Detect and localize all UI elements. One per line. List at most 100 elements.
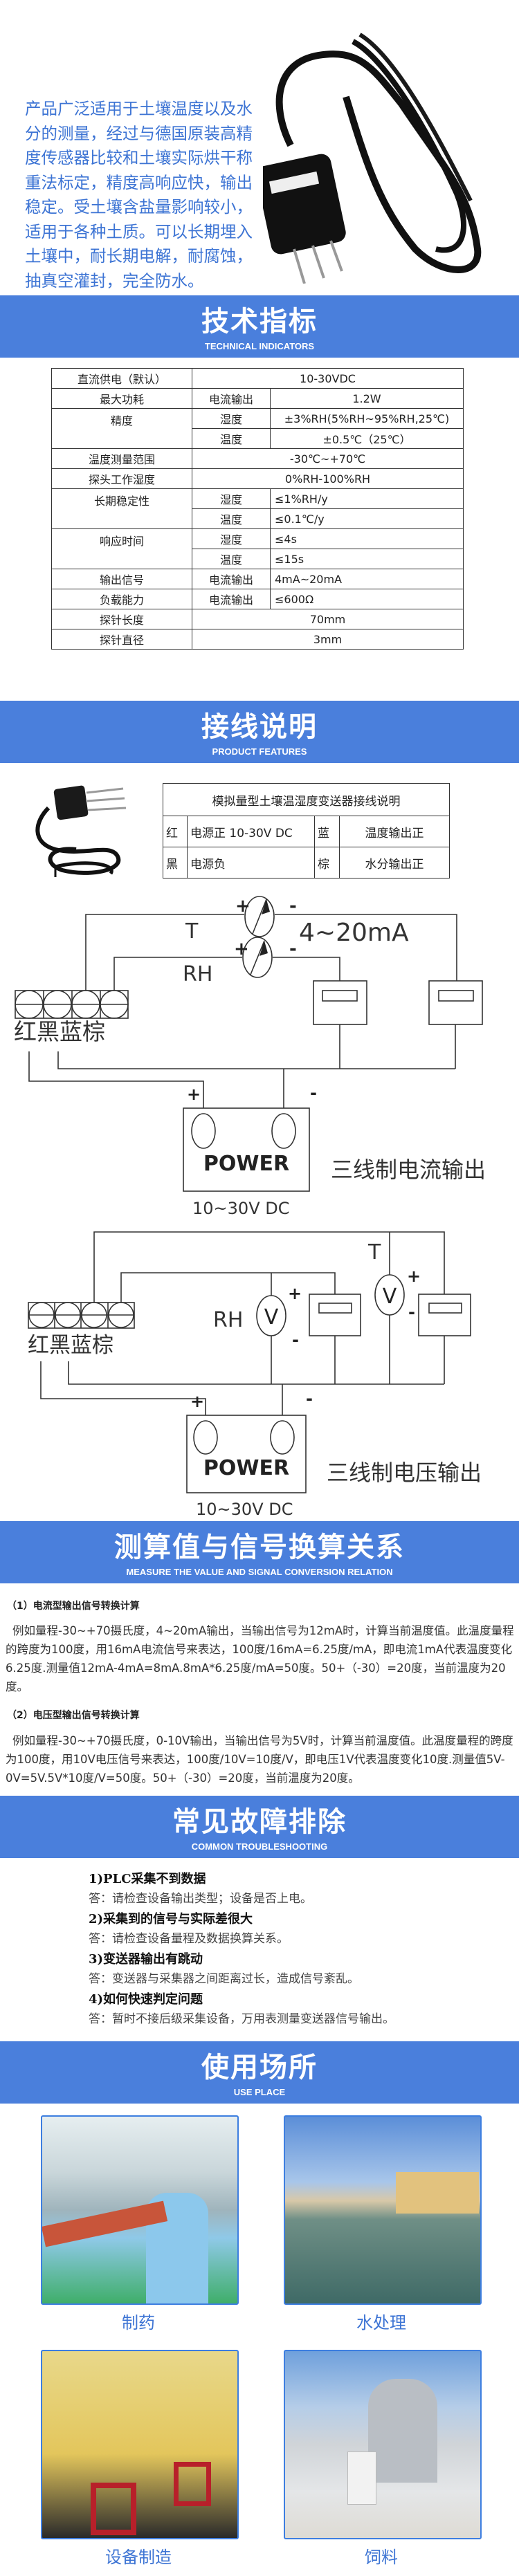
calc-paragraph-current: 例如量程-30~+70摄氏度，4~20mA输出，当输出信号为12mA时，计算当前…: [6, 1624, 514, 1693]
section-banner-calc: 测算值与信号换算关系 MEASURE THE VALUE AND SIGNAL …: [0, 1521, 519, 1583]
spec-label: 探头工作湿度: [51, 468, 192, 489]
wire-function: 电源正 10-30V DC: [187, 816, 315, 847]
display-box-icon: [418, 1294, 471, 1336]
spec-value: -30℃~+70℃: [192, 448, 464, 469]
table-row: 负载能力电流输出≤600Ω: [51, 589, 464, 609]
mode-label: 三线制电流输出: [331, 1157, 486, 1183]
use-place-label: 设备制造: [105, 2548, 172, 2567]
section-subtitle: MEASURE THE VALUE AND SIGNAL CONVERSION …: [126, 1567, 393, 1577]
spec-sublabel: 温度: [192, 428, 271, 449]
spec-sublabel: 温度: [192, 508, 271, 529]
faq-answer: 答：请检查设备输出类型；设备是否上电。: [89, 1892, 312, 1906]
section-subtitle: TECHNICAL INDICATORS: [204, 341, 315, 351]
plus-sign: +: [234, 939, 249, 959]
voltmeter-rh-icon: [256, 1295, 286, 1336]
section-subtitle: PRODUCT FEATURES: [212, 746, 307, 757]
photo-water-treatment: [284, 2115, 482, 2305]
troubleshooting-list: 1)PLC采集不到数据 答：请检查设备输出类型；设备是否上电。 2)采集到的信号…: [89, 1869, 394, 2030]
spec-value: ≤600Ω: [270, 589, 464, 609]
spec-label: 温度测量范围: [51, 448, 192, 469]
product-intro-text: 产品广泛适用于土壤温度以及水分的测量，经过与德国原装高精度传感器比较和土壤实际烘…: [25, 99, 253, 291]
plus-sign: +: [407, 1267, 421, 1286]
ammeter-t-icon: [244, 896, 275, 937]
wire-function: 水分输出正: [339, 847, 450, 878]
table-row: 温度≤15s: [52, 549, 464, 569]
calc-heading-voltage: （2）电压型输出信号转换计算: [7, 1710, 140, 1721]
rh-label: RH: [183, 962, 212, 986]
calc-paragraph-voltage: 例如量程-30~+70摄氏度，0-10V输出，当输出信号为5V时，计算当前温度值…: [6, 1734, 513, 1785]
spec-label: 最大功耗: [51, 388, 192, 409]
power-label: POWER: [203, 1456, 289, 1480]
section-title: 使用场所: [201, 2052, 318, 2083]
section-subtitle: COMMON TROUBLESHOOTING: [191, 1841, 328, 1852]
minus-sign: -: [292, 1330, 299, 1350]
spec-label: 探针长度: [51, 609, 192, 629]
section-banner-trouble: 常见故障排除 COMMON TROUBLESHOOTING: [0, 1796, 519, 1858]
section-banner-use: 使用场所 USE PLACE: [0, 2041, 519, 2104]
wire-color: 棕: [314, 847, 340, 878]
faq-question: 1)PLC采集不到数据: [89, 1872, 206, 1886]
section-banner-tech: 技术指标 TECHNICAL INDICATORS: [0, 295, 519, 358]
plus-sign: +: [235, 896, 251, 917]
section-title: 测算值与信号换算关系: [114, 1531, 405, 1563]
minus-sign: -: [306, 1389, 313, 1408]
spec-value: ≤4s: [270, 528, 464, 549]
spec-label: 探针直径: [51, 629, 192, 650]
faq-question: 4)如何快速判定问题: [89, 1992, 203, 2007]
use-place-label: 饲料: [365, 2548, 398, 2567]
plus-sign: +: [187, 1085, 201, 1104]
table-row: 直流供电（默认）10-30VDC: [51, 368, 464, 389]
spec-label: 长期稳定性: [51, 488, 192, 529]
terminal-label: 红黑蓝棕: [14, 1018, 105, 1045]
spec-sublabel: 温度: [192, 549, 271, 569]
sensor-product-image: [263, 33, 482, 284]
range-label: 4~20mA: [299, 919, 409, 947]
spec-value: ≤1%RH/y: [270, 488, 464, 509]
spec-sublabel: 电流输出: [192, 388, 271, 409]
faq-question: 2)采集到的信号与实际差很大: [89, 1912, 253, 1926]
table-row: 黑电源负棕水分输出正: [163, 847, 450, 878]
minus-sign: -: [310, 1083, 317, 1103]
terminal-block-icon: [15, 990, 129, 1019]
table-row: 温度≤0.1℃/y: [52, 508, 464, 529]
faq-answer: 答：暂时不接后级采集设备，万用表测量变送器信号输出。: [89, 2012, 394, 2026]
t-label: T: [185, 919, 199, 944]
spec-value: 3mm: [192, 629, 464, 650]
power-supply-icon: [186, 1415, 307, 1493]
spec-value: ±0.5℃（25℃）: [270, 428, 464, 449]
power-label: POWER: [203, 1152, 289, 1176]
spec-label: 负载能力: [51, 589, 192, 609]
section-title: 接线说明: [201, 711, 318, 743]
ammeter-rh-icon: [242, 937, 273, 978]
table-row: 响应时间湿度≤4s: [51, 528, 464, 569]
faq-answer: 答：变送器与采集器之间距离过长，造成信号紊乱。: [89, 1972, 359, 1986]
spec-value: 1.2W: [270, 388, 464, 409]
spec-value: 10-30VDC: [192, 368, 464, 389]
wire-function: 温度输出正: [339, 816, 450, 847]
faq-question: 3)变送器输出有跳动: [89, 1952, 203, 1967]
sensor-wiring-image: [35, 785, 127, 877]
wire-color: 黑: [163, 847, 188, 878]
photo-feed: [284, 2350, 482, 2539]
power-supply-icon: [183, 1107, 310, 1192]
use-place-label: 水处理: [356, 2313, 406, 2333]
photo-pharmaceutical: [41, 2115, 239, 2305]
spec-sublabel: 湿度: [192, 528, 271, 549]
display-box-icon: [313, 980, 367, 1025]
use-place-label: 制药: [122, 2313, 155, 2333]
display-box-icon: [309, 1294, 361, 1336]
spec-value: ≤15s: [270, 549, 464, 569]
voltmeter-label: V: [383, 1285, 397, 1309]
spec-label: 输出信号: [51, 569, 192, 589]
minus-sign: -: [289, 939, 297, 959]
spec-sublabel: 湿度: [192, 488, 271, 509]
terminal-label: 红黑蓝棕: [28, 1333, 113, 1358]
section-title: 常见故障排除: [172, 1806, 347, 1838]
faq-answer: 答：请检查设备量程及数据换算关系。: [89, 1932, 289, 1946]
section-title: 技术指标: [201, 306, 318, 338]
section-banner-wiring: 接线说明 PRODUCT FEATURES: [0, 701, 519, 763]
